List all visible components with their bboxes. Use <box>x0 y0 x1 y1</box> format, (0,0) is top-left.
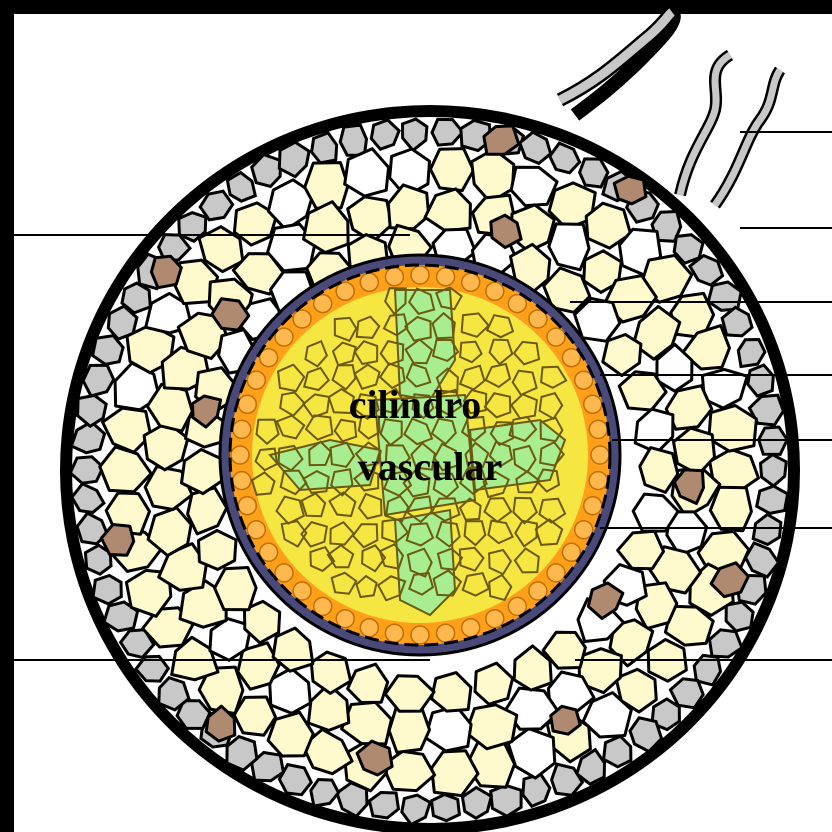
center-label-line2: vascular <box>358 444 502 489</box>
pericycle-cell <box>360 273 378 291</box>
cortex-cell <box>305 163 348 209</box>
epidermis-cell <box>748 365 774 396</box>
pericycle-cell <box>591 446 609 464</box>
epidermis-cell <box>757 486 788 513</box>
epidermis-cell <box>604 736 631 767</box>
cortex-cell <box>215 568 257 610</box>
pericycle-cell <box>411 266 429 284</box>
pericycle-cell <box>336 610 354 628</box>
center-label-line1: cilindro <box>349 382 482 427</box>
pericycle-cell <box>584 497 602 515</box>
pericycle-cell <box>247 371 265 389</box>
pericycle-cell <box>486 610 504 628</box>
epidermis-cell <box>93 576 121 604</box>
pericycle-cell <box>293 310 311 328</box>
pericycle-cell <box>231 446 249 464</box>
tannin-cell <box>614 176 646 204</box>
pericycle-cell <box>547 328 565 346</box>
tannin-cell <box>551 706 581 734</box>
pericycle-cell <box>589 472 607 490</box>
pericycle-cell <box>486 282 504 300</box>
pericycle-cell <box>336 282 354 300</box>
pericycle-cell <box>233 472 251 490</box>
pericycle-cell <box>462 619 480 637</box>
pericycle-cell <box>238 395 256 413</box>
pericycle-cell <box>575 521 593 539</box>
pericycle-cell <box>238 497 256 515</box>
pericycle-cell <box>575 371 593 389</box>
pericycle-cell <box>547 564 565 582</box>
pericycle-cell <box>437 624 455 642</box>
pericycle-cell <box>247 521 265 539</box>
cortex-cell <box>389 708 429 753</box>
pericycle-cell <box>360 619 378 637</box>
cortex-cell <box>199 531 237 570</box>
pericycle-cell <box>462 273 480 291</box>
epidermis-cell <box>726 602 753 631</box>
pericycle-cell <box>385 268 403 286</box>
pericycle-cell <box>233 420 251 438</box>
pericycle-cell <box>385 624 403 642</box>
epidermis-cell <box>312 133 337 163</box>
pericycle-cell <box>411 626 429 644</box>
pericycle-cell <box>584 395 602 413</box>
tannin-cell <box>151 256 181 288</box>
epidermis-cell <box>340 125 366 155</box>
pericycle-cell <box>437 268 455 286</box>
pericycle-cell <box>293 582 311 600</box>
pericycle-cell <box>589 420 607 438</box>
epidermis-cell <box>580 159 608 187</box>
epidermis-cell <box>369 793 398 818</box>
cortex-cell <box>430 149 473 191</box>
epidermis-cell <box>432 795 460 821</box>
